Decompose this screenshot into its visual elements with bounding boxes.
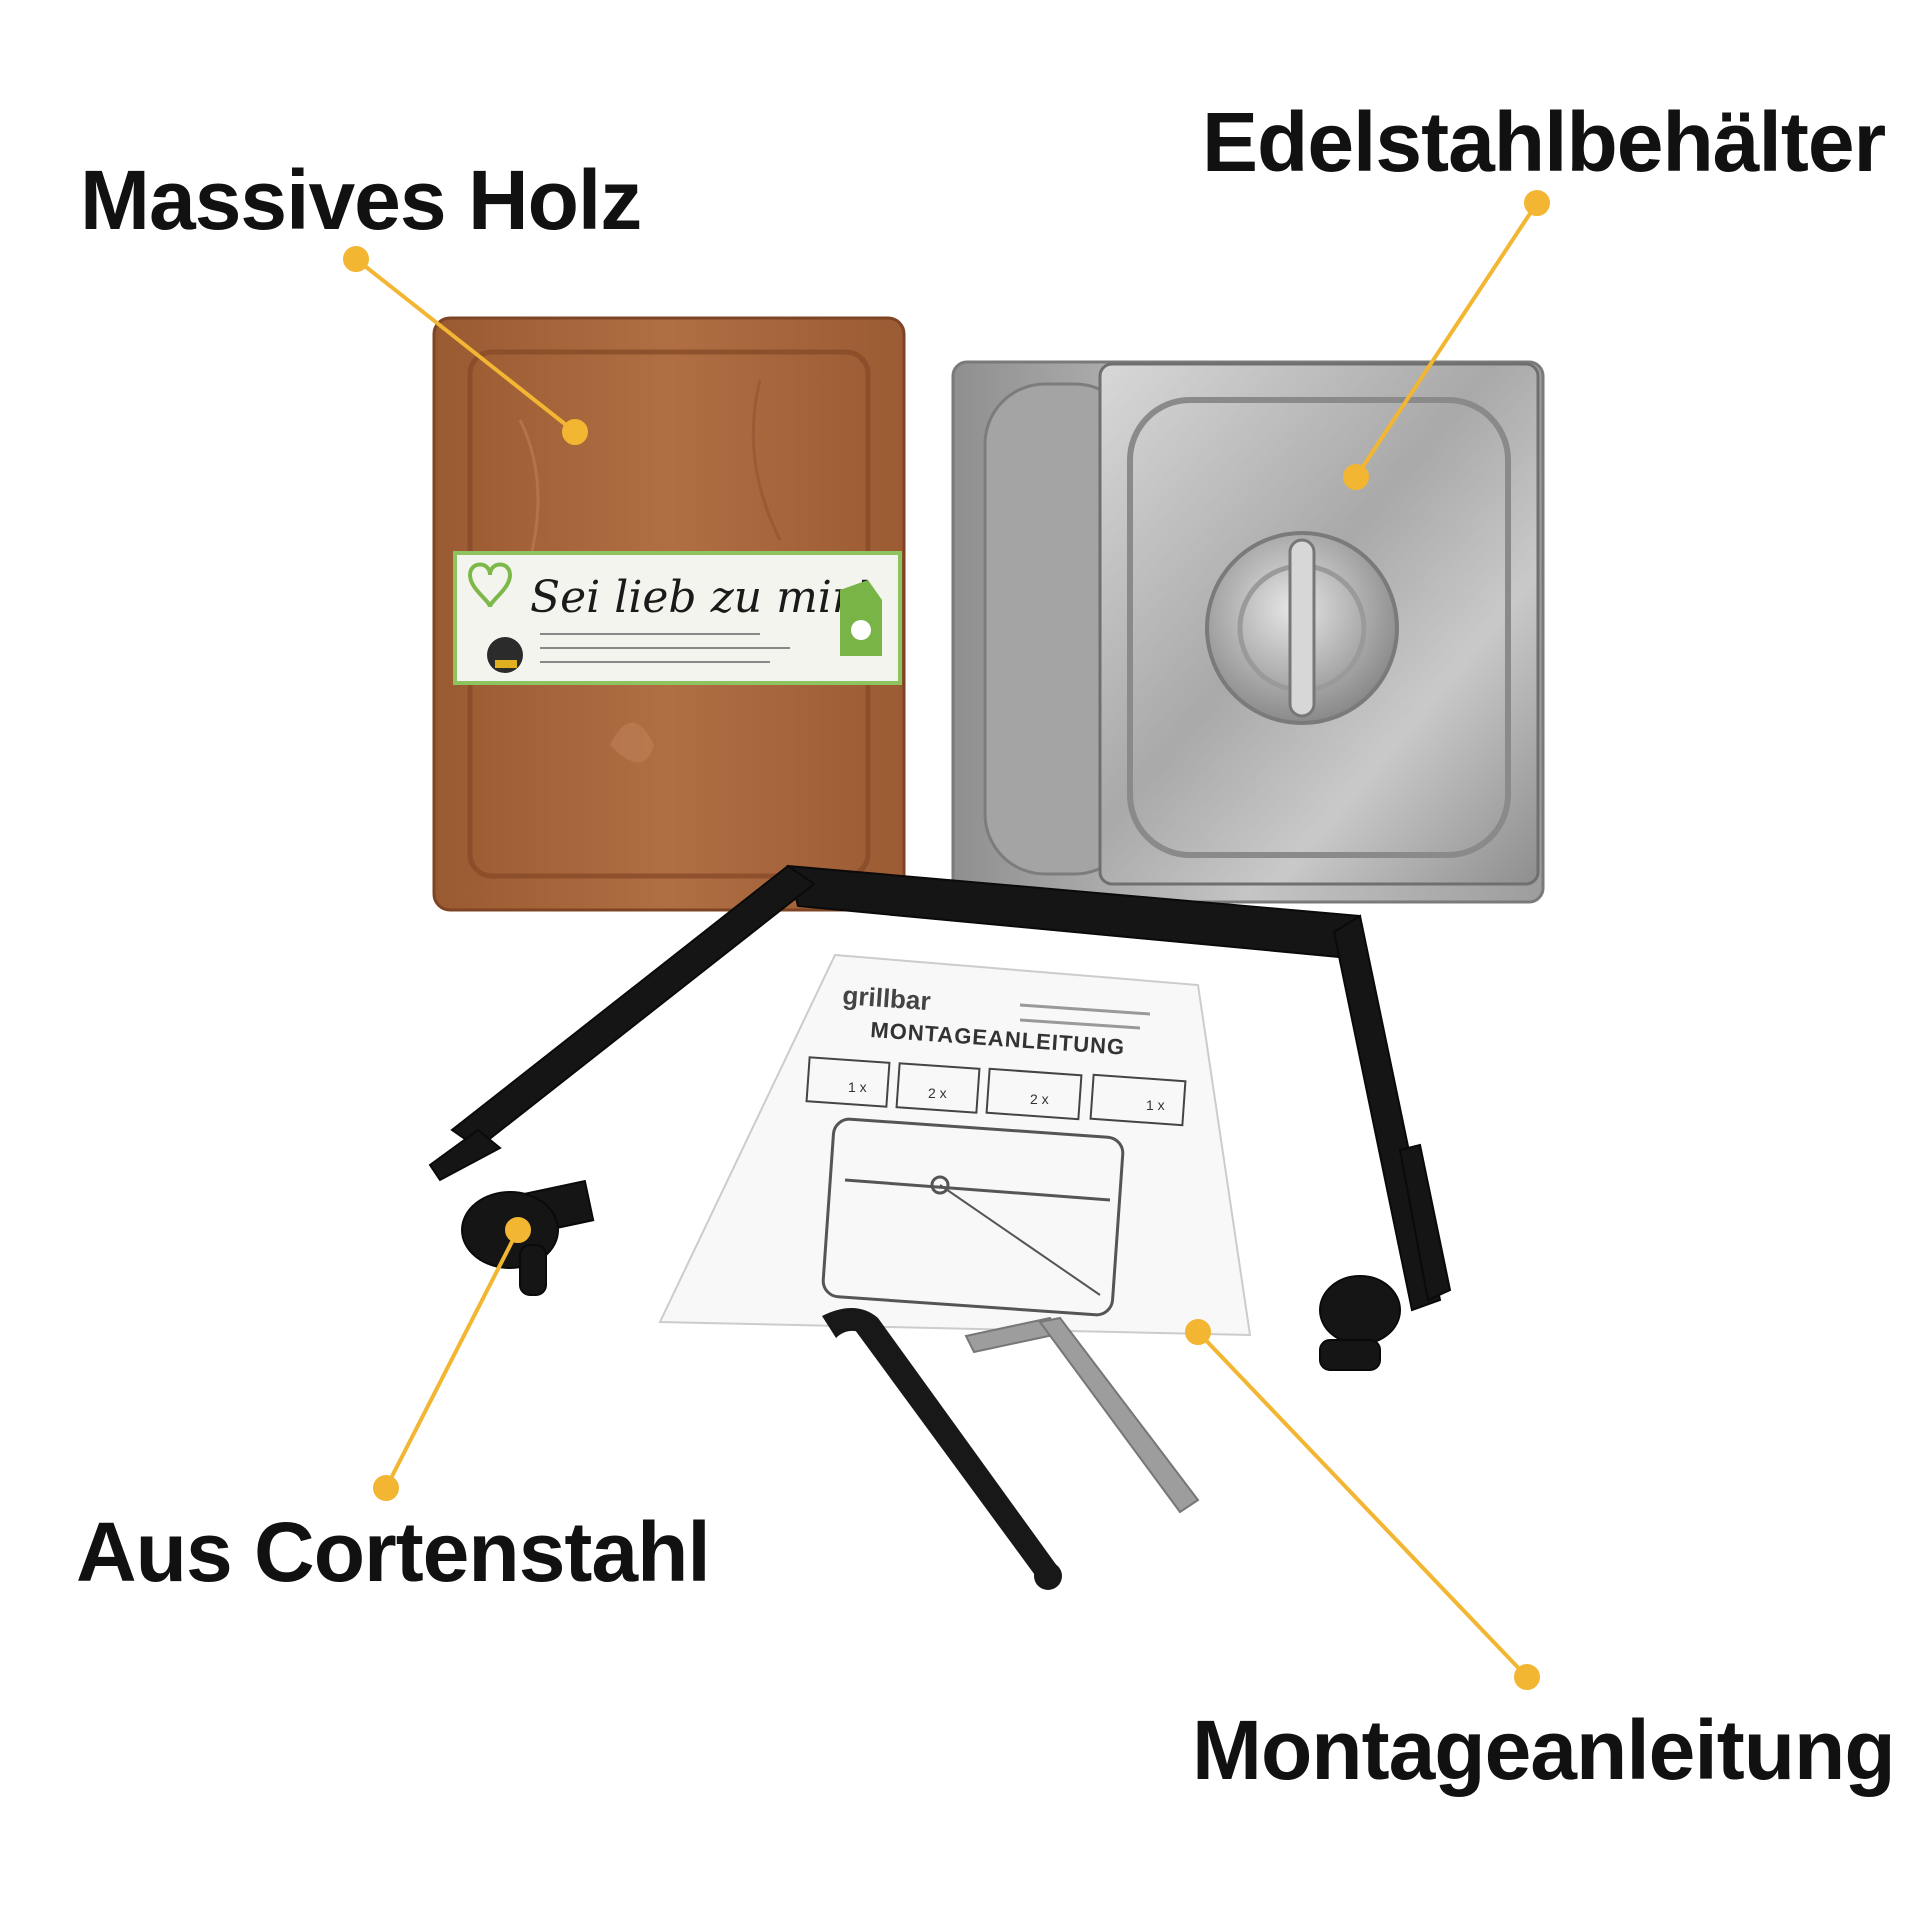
assembly-manual-sheet: grillbar MONTAGEANLEITUNG 1 x 2 x 2 x 1 …: [658, 953, 1252, 1337]
stainless-steel-container: [951, 360, 1545, 904]
callout-dot-holz-end: [562, 419, 588, 445]
open-end-wrench: [822, 1308, 1062, 1590]
sleeve-slogan: Sei lieb zu mir!: [530, 572, 871, 623]
callout-dot-holz-start: [343, 246, 369, 272]
hex-key: [964, 1316, 1200, 1514]
label-massives-holz: Massives Holz: [80, 153, 642, 247]
manual-brand: grillbar: [842, 980, 932, 1016]
callout-dot-corten-start: [373, 1475, 399, 1501]
callout-dot-edel-start: [1524, 190, 1550, 216]
count-4: 1 x: [1146, 1097, 1165, 1113]
label-montageanleitung: Montageanleitung: [1192, 1703, 1896, 1797]
clamp-knob-right: [1319, 1275, 1401, 1345]
leaf-tag-icon: [840, 580, 882, 656]
callout-connectors: [343, 190, 1550, 1690]
heart-icon: [467, 562, 513, 608]
callout-dot-montage-end: [1514, 1664, 1540, 1690]
count-1: 1 x: [848, 1079, 867, 1095]
board-sleeve-label: Sei lieb zu mir!: [453, 551, 902, 685]
callout-dot-montage-start: [1185, 1319, 1211, 1345]
callout-dot-corten-end: [505, 1217, 531, 1243]
callout-dot-edel-end: [1343, 464, 1369, 490]
corten-steel-bracket: [428, 864, 1452, 1371]
label-aus-cortenstahl: Aus Cortenstahl: [76, 1505, 711, 1599]
count-3: 2 x: [1030, 1091, 1049, 1107]
count-2: 2 x: [928, 1085, 947, 1101]
label-edelstahlbehaelter: Edelstahlbehälter: [1202, 95, 1886, 189]
